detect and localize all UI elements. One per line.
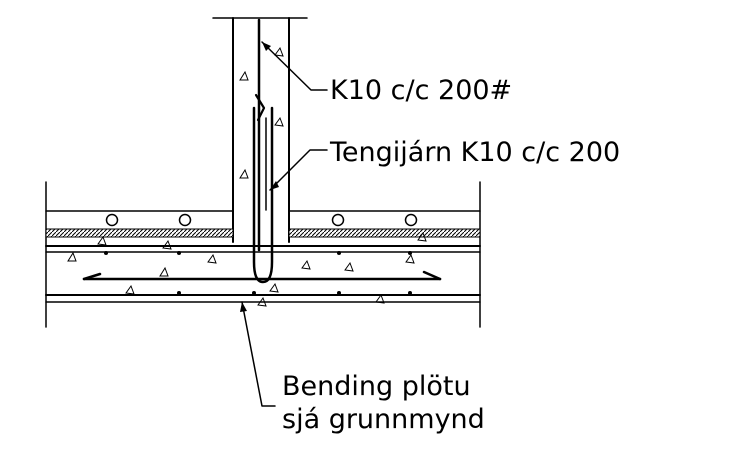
label-rebar-top: K10 c/c 200# (330, 75, 512, 106)
concrete-aggregate (67, 46, 427, 307)
bottom-rebar (82, 270, 442, 281)
leader-arrowheads (240, 42, 279, 312)
label-connector: Tengijárn K10 c/c 200 (329, 137, 620, 168)
label-note-line1: Bending plötu (282, 371, 471, 402)
right-floor-layer (288, 181, 481, 328)
floor-slab (45, 245, 481, 303)
wall (212, 17, 308, 243)
label-note-line2: sjá grunnmynd (282, 404, 485, 435)
rebar-dots (104, 251, 412, 295)
left-floor-layer (45, 181, 234, 328)
connector-rebar (252, 106, 274, 284)
leader-lines (241, 41, 328, 407)
wall-rebar (254, 18, 266, 252)
